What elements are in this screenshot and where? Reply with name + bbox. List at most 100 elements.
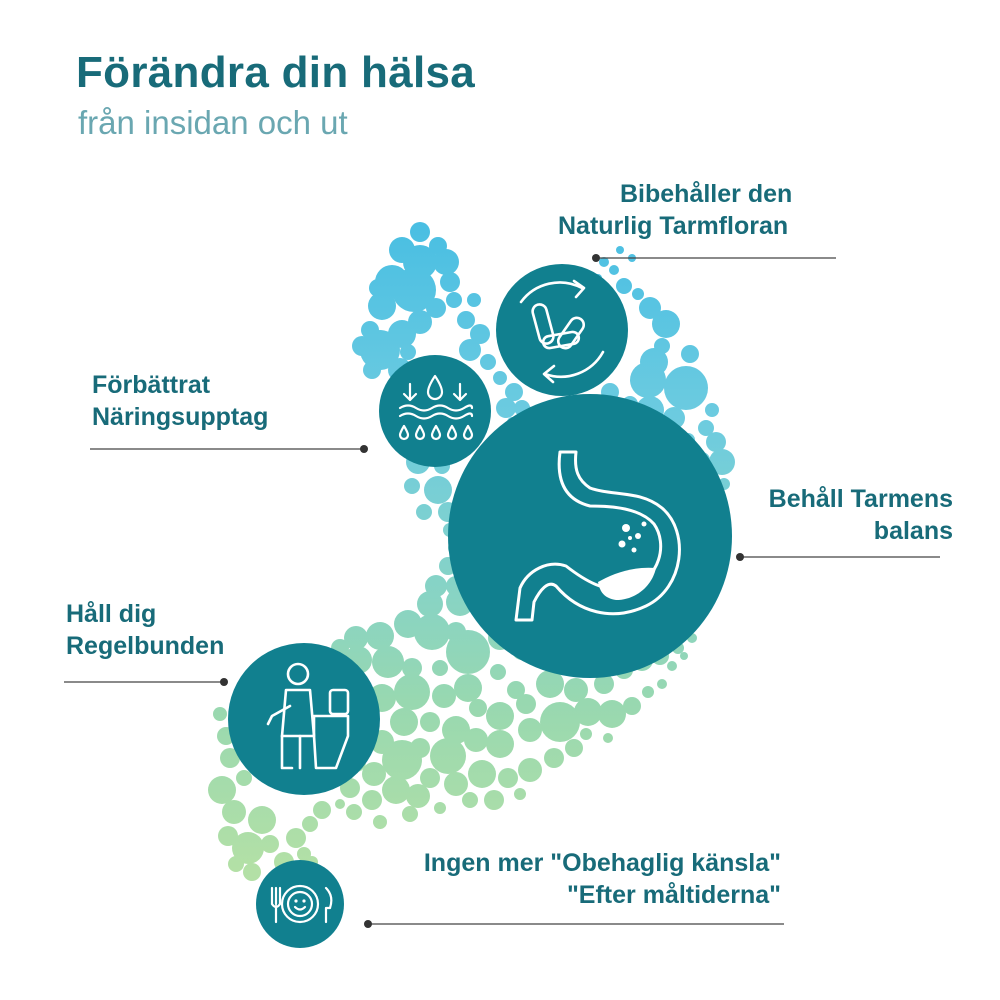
bacteria-cycle-icon [519,279,605,384]
footprint-bubble [222,800,246,824]
footprint-bubble [416,504,432,520]
footprint-bubble [313,801,331,819]
footprint-bubble [424,476,452,504]
footprint-bubble [623,697,641,715]
footprint-bubble [426,298,446,318]
footprint-bubble [486,702,514,730]
footprint-bubble [462,792,478,808]
footprint-bubble [220,748,240,768]
icon-circles [228,264,732,948]
footprint-bubble [248,806,276,834]
footprint-bubble [344,626,368,650]
footprint-bubble [297,847,311,861]
footprint-bubble [594,674,614,694]
footprint-bubble [442,716,470,744]
footprint-bubble [392,268,436,312]
footprint-bubble [440,272,460,292]
footprint-bubble [642,686,654,698]
icon-circle-bg [228,643,380,795]
leader-dot [360,445,368,453]
footprint-bubble [362,762,386,786]
leader-dot [592,254,600,262]
footprint-bubble [493,371,507,385]
footprint-bubble [564,678,588,702]
footprint-bubble [706,432,726,452]
icon-circle-bg [379,355,491,467]
benefit-line: Regelbunden [66,632,225,660]
footprint-bubble [544,748,564,768]
footprint-bubble [382,740,422,780]
benefit-line: Näringsupptag [92,403,269,431]
footprint-bubble [565,739,583,757]
footprint-bubble [261,835,279,853]
footprint-bubble [232,832,264,864]
benefit-line: Bibehåller den [620,180,793,208]
footprint-bubble [457,311,475,329]
footprint-bubble [639,297,661,319]
footprint-bubble [433,249,459,275]
footprint-bubble [480,354,496,370]
footprint-bubble [652,310,680,338]
leader-dot [736,553,744,561]
footprint-bubble [286,828,306,848]
footprint-bubble [632,288,644,300]
footprint-bubble [402,658,422,678]
footprint-bubble [516,694,536,714]
footprint-bubble [400,344,416,360]
footprint-bubble [213,707,227,721]
footprint-bubble [406,784,430,808]
footprint-bubble [464,728,488,752]
benefit-label-regular: Håll dig Regelbunden [66,598,224,662]
footprint-bubble [467,293,481,307]
benefit-line: Håll dig [66,600,157,628]
footprint-bubble [208,776,236,804]
footprint-bubble [454,674,482,702]
footprint-bubble [603,733,613,743]
page-title: Förändra din hälsa [76,48,476,97]
footprint-bubble [346,804,362,820]
benefit-line: balans [873,517,953,545]
footprint-bubble [484,790,504,810]
footprint-bubble [446,292,462,308]
footprint-bubble [335,799,345,809]
footprint-bubble [373,815,387,829]
footprint-bubble [574,698,602,726]
benefit-circle-absorption [379,355,491,467]
footprint-bubble [486,730,514,758]
footprint-bubble [340,778,360,798]
footprint-bubble [459,339,481,361]
footprint-bubble [680,652,688,660]
benefit-line: Ingen mer "Obehaglig känsla" [423,849,781,877]
footprint-bubble [236,770,252,786]
footprint-bubble [616,246,624,254]
benefit-line: Förbättrat [92,371,211,399]
footprint-bubble [368,292,396,320]
leader-dot [220,678,228,686]
footprint-bubble [518,718,542,742]
footprint-bubble [352,336,372,356]
footprint-bubble [705,403,719,417]
footprint-bubble [444,772,468,796]
footprint-bubble [410,222,430,242]
footprint-bubble [430,738,466,774]
footprint-bubble [496,398,516,418]
footprint-bubble [667,661,677,671]
footprint-bubble [404,478,420,494]
footprint-bubble [446,630,490,674]
footprint-bubble [505,383,523,401]
footprint-bubble [540,702,580,742]
footprint-bubble [366,622,394,650]
smiling-plate-icon [270,884,333,924]
footprint-bubble [417,591,443,617]
footprint-bubble [432,660,448,676]
footprint-bubble [664,366,708,410]
footprint-bubble [536,670,564,698]
benefit-circle-balance [448,394,732,678]
footprint-bubble [507,681,525,699]
footprint-bubble [698,420,714,436]
benefit-label-microbiome: Bibehåller den Naturlig Tarmfloran [558,178,792,242]
footprint-bubble [514,788,526,800]
benefit-line: Naturlig Tarmfloran [558,212,789,240]
footprint-bubble [243,863,261,881]
footprint-bubble [372,646,404,678]
